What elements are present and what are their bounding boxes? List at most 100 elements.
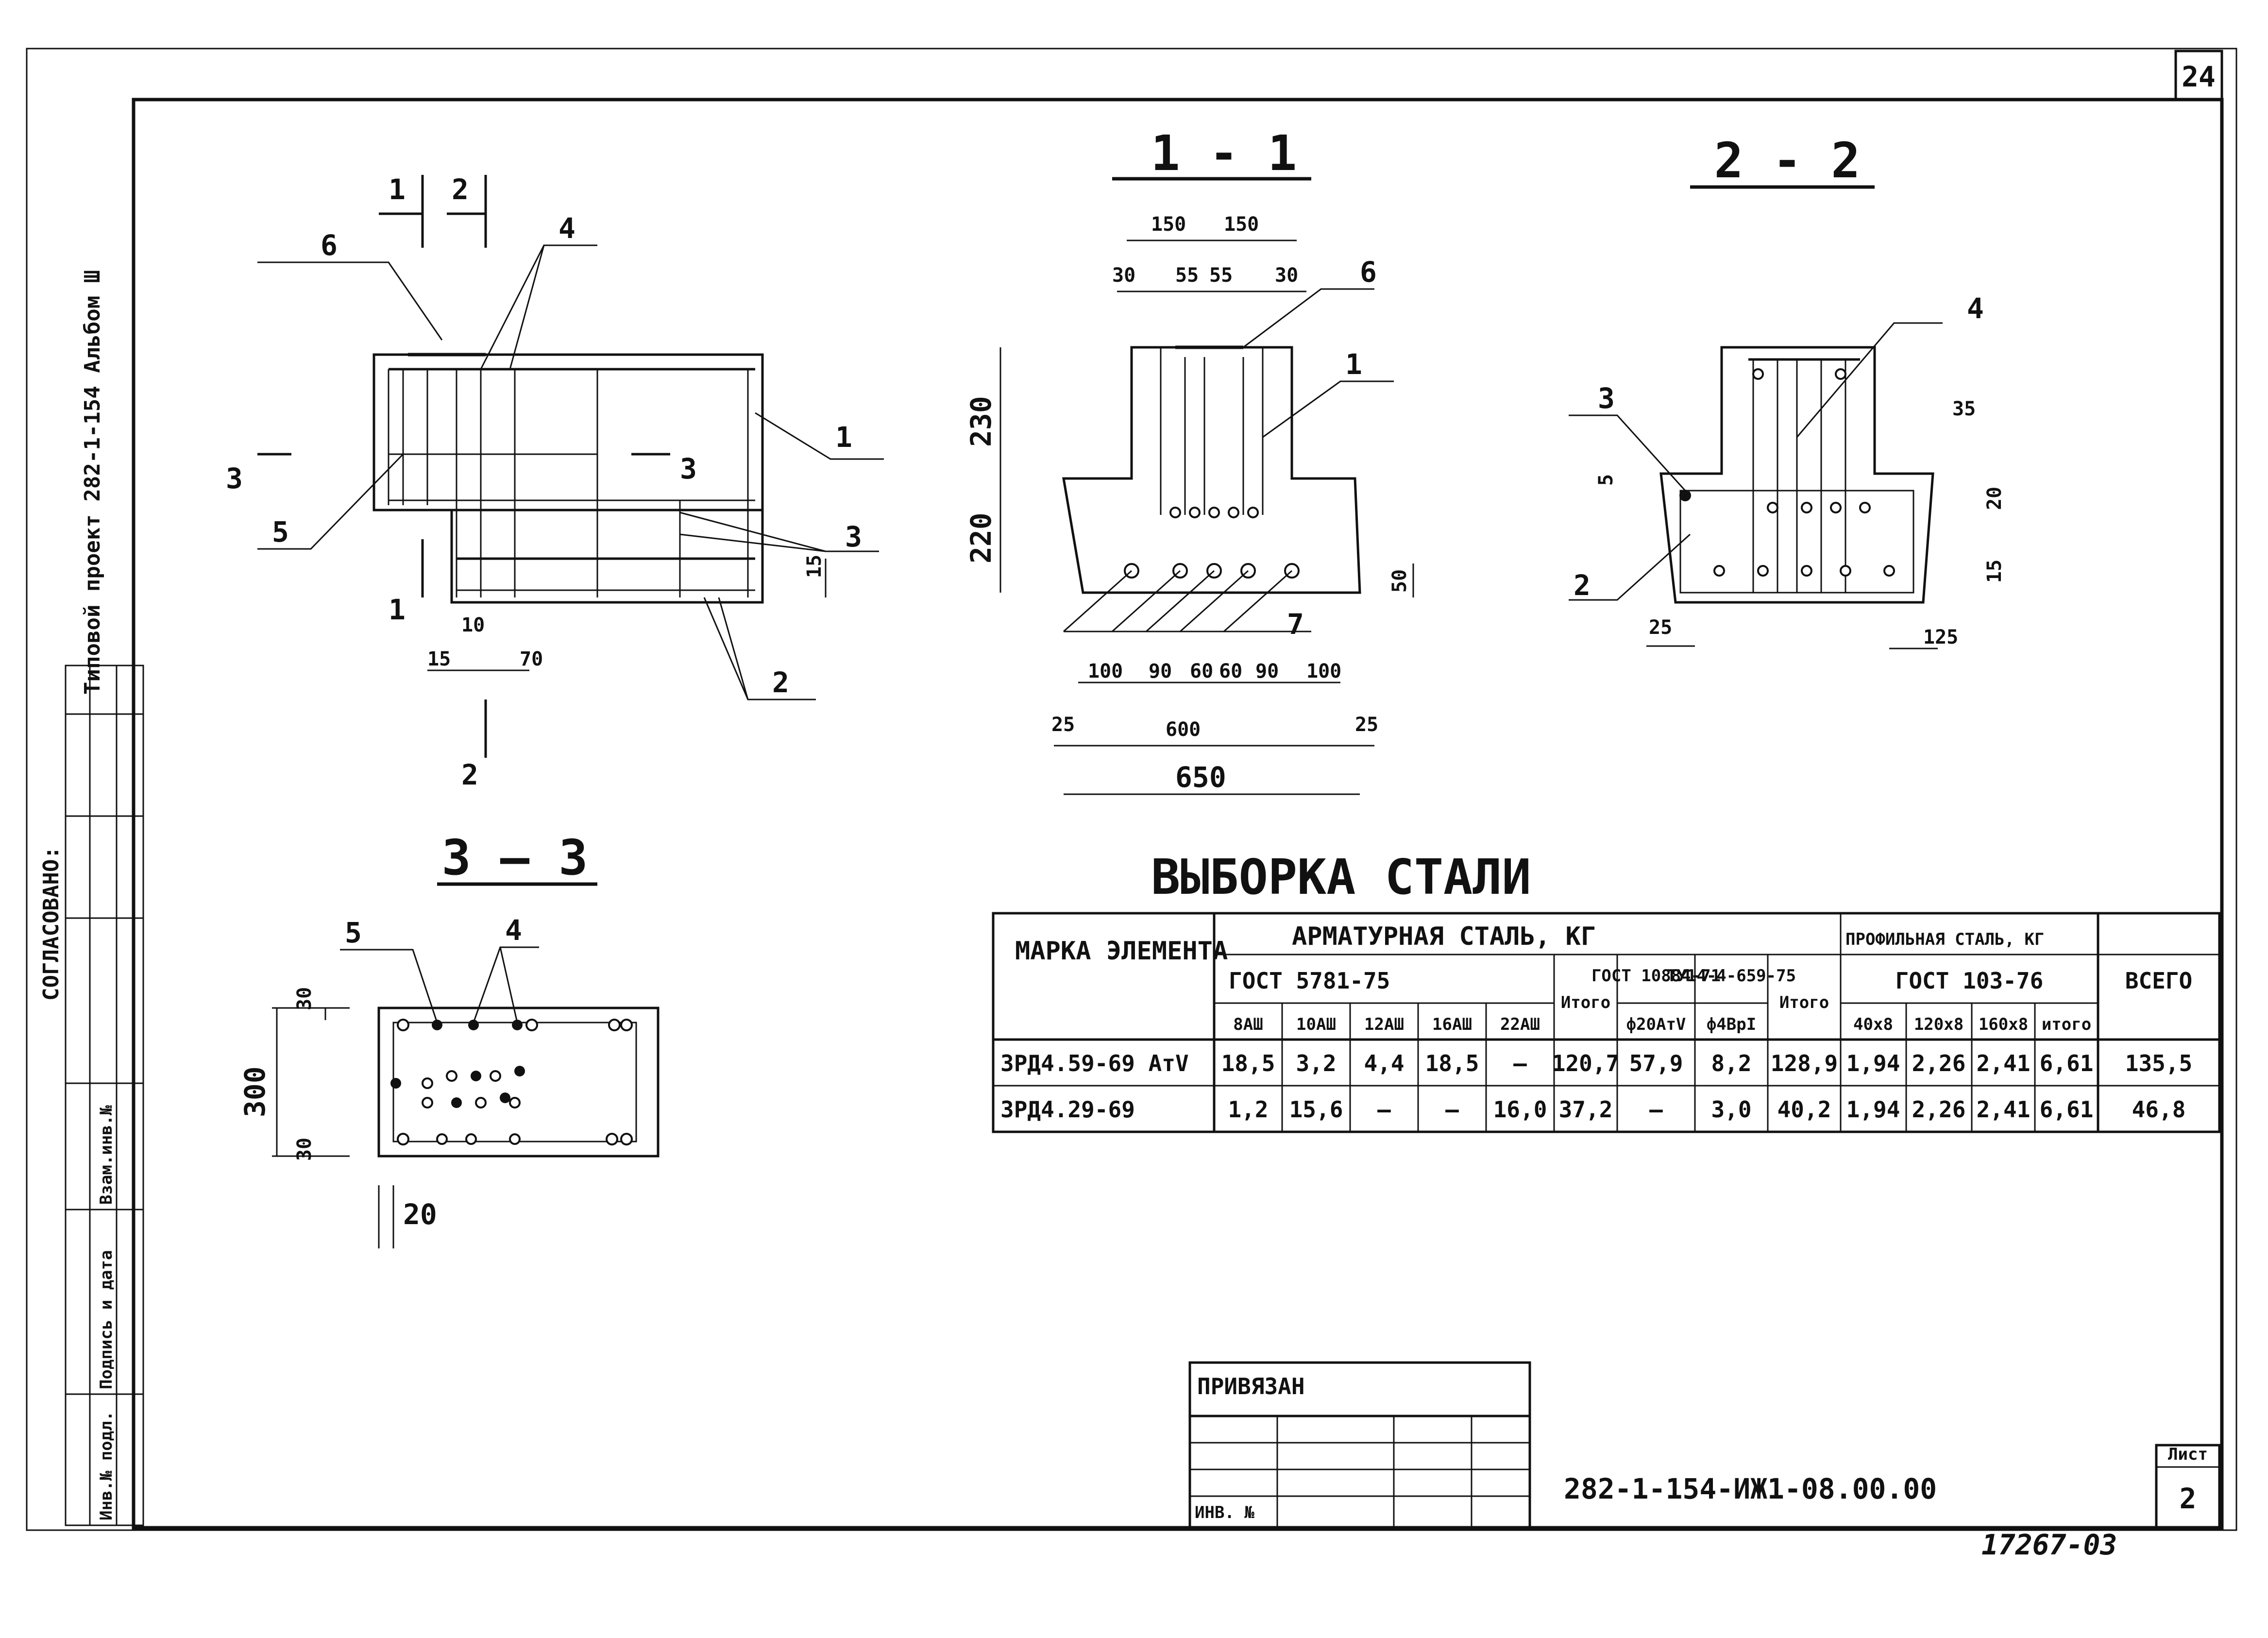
table-title: ВЫБОРКА СТАЛИ (1151, 849, 1531, 905)
s3-bar (397, 1133, 409, 1145)
cell: 2,26 (1912, 1050, 1966, 1076)
col-f4: ф4ВрI (1707, 1015, 1756, 1034)
dim-30-s3-top: 30 (293, 987, 316, 1010)
dim-25-a: 25 (1051, 714, 1075, 736)
callout-3: 3 (845, 520, 862, 553)
dim-50: 50 (1388, 569, 1411, 593)
cut-label-3-right: 3 (680, 452, 697, 485)
cell: 3,0 (1711, 1096, 1751, 1123)
dim-60-a: 60 (1190, 660, 1213, 682)
cell: 128,9 (1771, 1050, 1838, 1076)
side-field-inventory: Инв.№ подл. (97, 1411, 116, 1520)
s1-bar (1189, 507, 1201, 518)
cell: 1,2 (1228, 1096, 1268, 1123)
list-label: Лист (2168, 1445, 2208, 1464)
cell: 15,6 (1289, 1096, 1343, 1123)
rebar-header: АРМАТУРНАЯ СТАЛЬ, КГ (1292, 922, 1596, 951)
dim-55-b: 55 (1209, 264, 1233, 287)
s3-bar (525, 1019, 538, 1031)
callout-4-s2: 4 (1967, 292, 1984, 325)
dim-100-a: 100 (1088, 660, 1123, 682)
mark-header: МАРКА ЭЛЕМЕНТА (1015, 937, 1228, 966)
gost-10884: ГОСТ 10884-71 (1591, 966, 1721, 986)
leader (257, 453, 404, 550)
s3-bar (397, 1019, 409, 1031)
cell: 1,94 (1846, 1050, 1900, 1076)
s2-bar (1752, 368, 1764, 380)
gost-profile: ГОСТ 103-76 (1896, 968, 2044, 994)
dim-20: 20 (1983, 487, 2006, 510)
dim-15-s2: 15 (1983, 560, 2006, 583)
col-itogo: итого (2042, 1015, 2091, 1034)
s2-bar (1883, 565, 1895, 577)
dim-30-b: 30 (1275, 264, 1298, 287)
privyazan-box (1188, 1361, 1531, 1529)
total-header: ВСЕГО (2125, 968, 2192, 994)
dim-10: 10 (461, 614, 485, 636)
callout-6: 6 (321, 229, 338, 262)
inv-label: ИНВ. № (1195, 1503, 1254, 1522)
s2-bar (1840, 565, 1851, 577)
archive-number: 17267-03 (1981, 1528, 2117, 1561)
inner-frame (132, 98, 2224, 1530)
s2-bar (1713, 565, 1725, 577)
cell: 8,2 (1711, 1050, 1751, 1076)
dim-5: 5 (1595, 474, 1617, 486)
s2-bar (1801, 502, 1812, 513)
dim-125: 125 (1923, 626, 1958, 648)
dim-650: 650 (1175, 761, 1226, 794)
side-field-replace: Взам.инв.№ (97, 1105, 116, 1205)
gost-rebar: ГОСТ 5781-75 (1229, 968, 1390, 994)
cell: 4,4 (1364, 1050, 1404, 1076)
s3-bar (509, 1133, 521, 1145)
s3-bar (451, 1097, 462, 1108)
section-3-3-title: 3 — 3 (441, 829, 588, 886)
callout-1: 1 (835, 421, 852, 454)
leader (1112, 570, 1181, 632)
col-120x8: 120x8 (1914, 1015, 1963, 1034)
cut-label-1: 1 (389, 173, 406, 206)
s3-bar (606, 1133, 618, 1145)
side-field-signature: Подпись и дата (97, 1250, 116, 1389)
privyazan-label: ПРИВЯЗАН (1197, 1373, 1305, 1399)
s3-bar (465, 1133, 477, 1145)
callout-2: 2 (772, 666, 789, 699)
row-mark: 3РД4.29-69 (1000, 1096, 1135, 1123)
cell: 120,7 (1552, 1050, 1619, 1076)
dim-30-a: 30 (1112, 264, 1135, 287)
cell: 2,41 (1977, 1050, 2031, 1076)
leader (257, 261, 443, 341)
col-16a: 16АШ (1432, 1015, 1472, 1034)
leader (755, 412, 884, 460)
col-12a: 12АШ (1364, 1015, 1404, 1034)
table-row: 3РД4.59-69 АтV 18,5 3,2 4,4 18,5 — 120,7… (1000, 1050, 2192, 1076)
s3-bar (512, 1020, 523, 1030)
s3-bar (422, 1097, 433, 1109)
leader (1180, 570, 1249, 632)
s3-bar (422, 1077, 433, 1089)
list-number: 2 (2180, 1482, 2197, 1515)
title-block: ПРИВЯЗАН ИНВ. № 282-1-154-ИЖ1-08.00.00 Л… (1188, 1361, 2221, 1561)
leader (1243, 288, 1374, 348)
section-2-2: 2 - 2 4 3 2 35 5 20 15 25 125 (1569, 132, 2006, 649)
s1-bar (1228, 507, 1239, 518)
dim-15: 15 (427, 648, 451, 670)
approval-strip (65, 665, 144, 1526)
dim-300: 300 (238, 1066, 271, 1117)
s2-bar (1757, 565, 1769, 577)
cell: 135,5 (2125, 1050, 2192, 1076)
s2-bar (1679, 490, 1691, 501)
dim-55-a: 55 (1175, 264, 1199, 287)
leader (718, 597, 749, 700)
col-f20: ф20АтV (1626, 1015, 1686, 1034)
dim-230: 230 (965, 396, 998, 447)
steel-table: ВЫБОРКА СТАЛИ МАРКА ЭЛЕМЕНТА АРМАТУРНАЯ … (992, 849, 2221, 1133)
dim-150-a: 150 (1151, 213, 1186, 236)
dim-600: 600 (1166, 718, 1201, 741)
s2-bar (1801, 565, 1812, 577)
cell: 16,0 (1493, 1096, 1547, 1123)
cell: 46,8 (2132, 1096, 2186, 1123)
itogo-rebar-header: Итого (1561, 993, 1610, 1012)
leader (1223, 570, 1292, 632)
col-40x8: 40x8 (1853, 1015, 1893, 1034)
